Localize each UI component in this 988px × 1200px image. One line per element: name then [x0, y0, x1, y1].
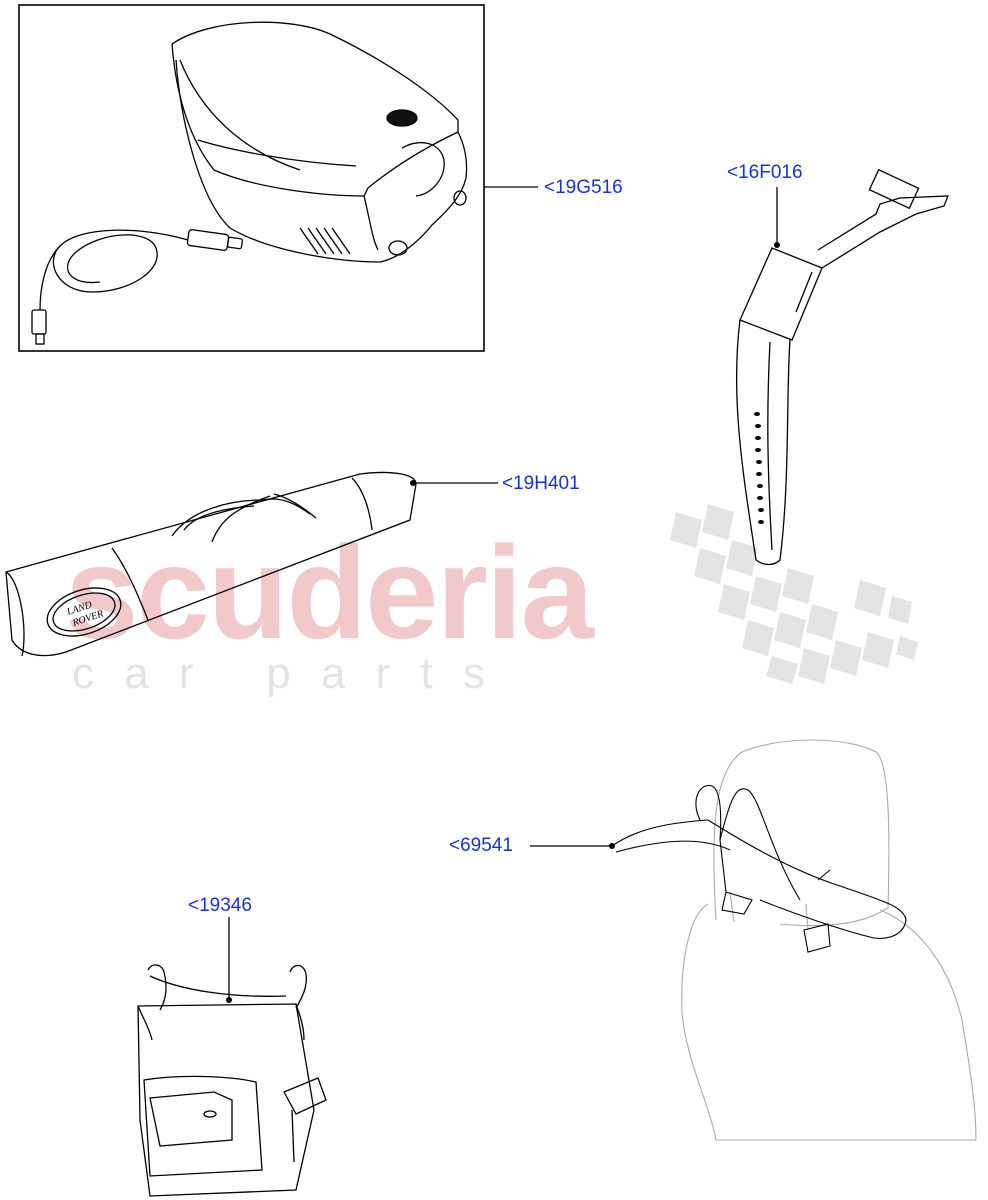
- callout-ski-bag[interactable]: <19H401: [502, 473, 580, 494]
- wrist-strap-figure: [735, 168, 949, 566]
- seat-hanger-figure: [611, 739, 977, 1141]
- callout-cooler[interactable]: <19G516: [544, 177, 623, 198]
- strap-leader-dot: [774, 242, 780, 248]
- seat-bag-figure: [137, 964, 327, 1197]
- callout-hanger[interactable]: <69541: [449, 835, 513, 856]
- ski-bag-figure: [5, 471, 417, 657]
- seat-outline: [681, 739, 977, 1141]
- strap-holes: [754, 412, 764, 524]
- callout-strap[interactable]: <16F016: [727, 162, 803, 183]
- cooler-frame: [18, 4, 485, 352]
- cooler-box-figure: [18, 4, 485, 352]
- checkered-flag-watermark: [670, 504, 918, 684]
- seat-bag-leader-dot: [226, 997, 232, 1003]
- watermark-tagline: c a r p a r t s: [72, 649, 494, 698]
- watermark-brand: scuderia: [65, 519, 596, 666]
- coat-hanger: [611, 784, 907, 953]
- cooler-vents: [299, 227, 351, 255]
- power-cable: [31, 229, 244, 345]
- ski-bag-leader-dot: [410, 480, 416, 486]
- cooler-logo-badge: [386, 109, 418, 127]
- ski-bag-logo-badge: [46, 587, 122, 637]
- callout-seat-bag[interactable]: <19346: [188, 895, 252, 916]
- hanger-leader-dot: [609, 843, 615, 849]
- watermark: scuderia c a r p a r t s: [65, 504, 918, 698]
